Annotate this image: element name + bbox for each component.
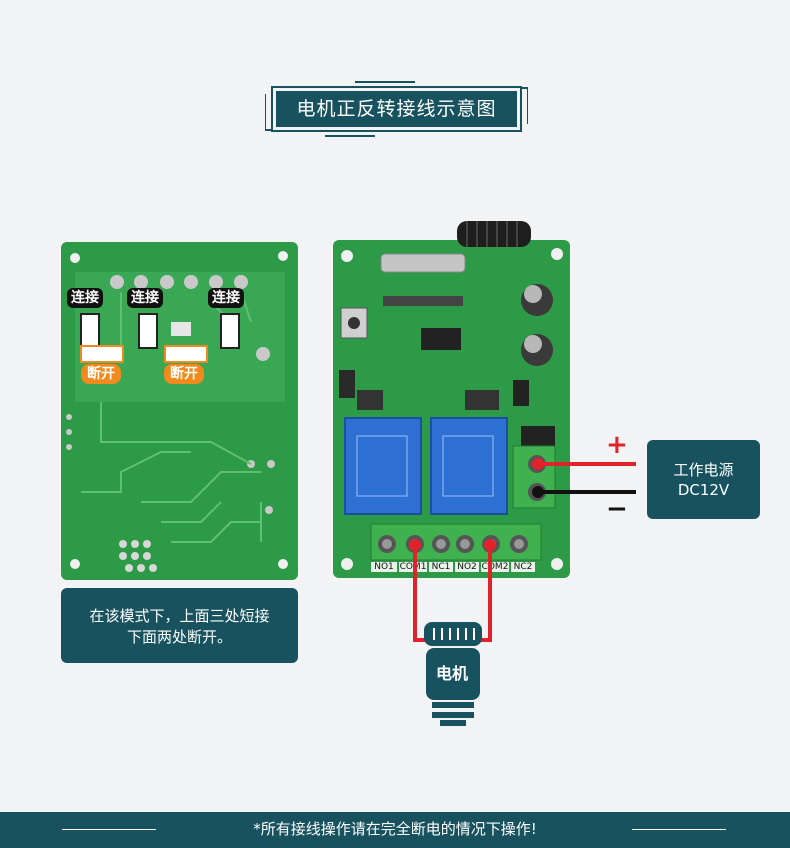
antenna-coil — [457, 221, 531, 247]
pcb-front-components — [339, 248, 563, 570]
connect-tag-1: 连接 — [67, 288, 103, 308]
pcb-back-view: 连接 连接 连接 断开 断开 — [61, 242, 298, 580]
plus-sign: + — [606, 430, 628, 460]
power-label: 工作电源 — [673, 461, 734, 479]
mode-info-box: 在该模式下，上面三处短接 下面两处断开。 — [61, 588, 298, 663]
motor-label: 电机 — [435, 664, 468, 683]
minus-sign: − — [606, 494, 628, 524]
terminal-com2: COM2 — [481, 562, 509, 572]
terminal-no2: NO2 — [455, 562, 479, 572]
footer-rule-left — [62, 829, 156, 830]
terminal-nc1: NC1 — [429, 562, 453, 572]
power-voltage: DC12V — [677, 481, 730, 499]
motor-icon — [424, 622, 482, 726]
footer-warning: *所有接线操作请在完全断电的情况下操作! — [0, 812, 790, 848]
footer-text: *所有接线操作请在完全断电的情况下操作! — [253, 820, 537, 838]
info-line-2: 下面两处断开。 — [126, 628, 232, 646]
footer-rule-right — [632, 829, 726, 830]
title-frame: 电机正反转接线示意图 — [265, 80, 528, 138]
connect-tag-2: 连接 — [127, 288, 163, 308]
pcb-front-view: NO1 COM1 NC1 NO2 COM2 NC2 — [333, 240, 570, 578]
open-tag-2: 断开 — [164, 364, 204, 384]
title-decoration — [265, 81, 528, 137]
connect-tag-3: 连接 — [208, 288, 244, 308]
open-tag-1: 断开 — [81, 364, 121, 384]
terminal-no1: NO1 — [371, 562, 397, 572]
power-supply-box: 工作电源 DC12V — [647, 440, 760, 519]
page-title: 电机正反转接线示意图 — [271, 86, 522, 132]
info-line-1: 在该模式下，上面三处短接 — [89, 607, 270, 625]
terminal-nc2: NC2 — [511, 562, 535, 572]
